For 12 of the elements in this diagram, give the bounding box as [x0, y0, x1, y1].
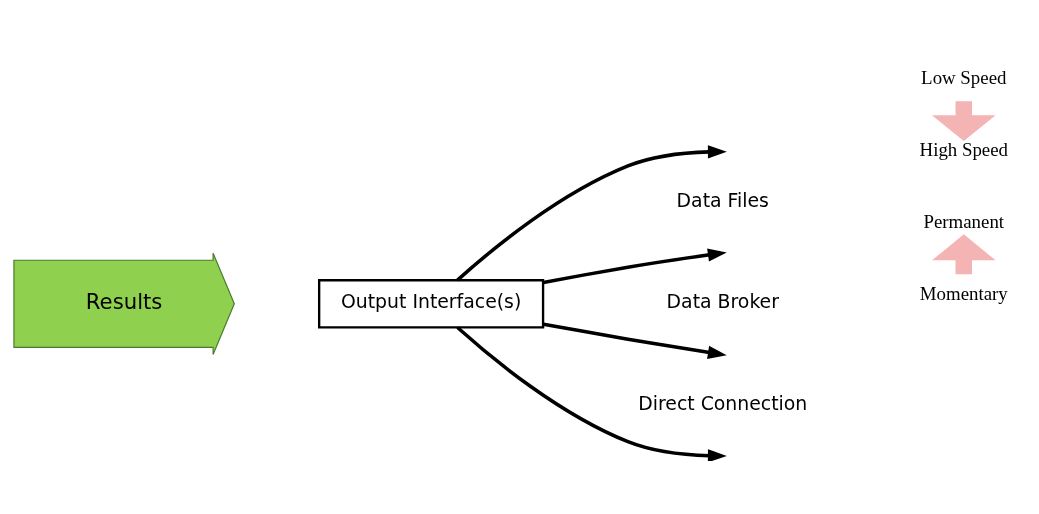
label: Data Broker [666, 290, 779, 312]
label: Permanent [923, 210, 1005, 232]
label: Direct Connection [638, 392, 808, 414]
label: Momentary [919, 282, 1008, 304]
node-box: Output Interface(s) [318, 278, 545, 329]
arrow [456, 144, 727, 281]
arrow [543, 248, 727, 284]
label: Data Files [676, 189, 769, 211]
arrow [543, 322, 727, 359]
arrow [456, 325, 727, 461]
label: High Speed [919, 138, 1009, 160]
label: Low Speed [921, 66, 1007, 88]
